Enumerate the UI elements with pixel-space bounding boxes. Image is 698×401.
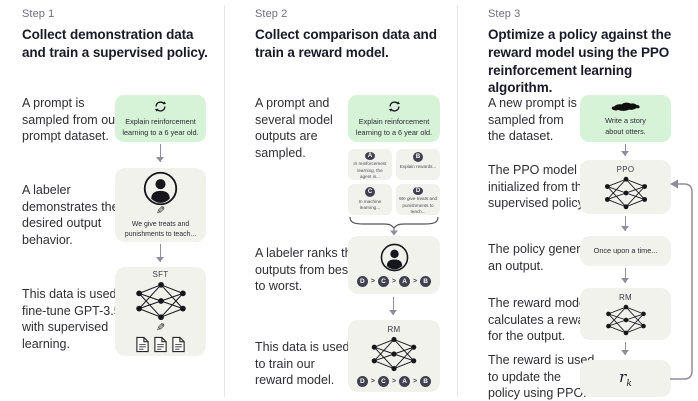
otter-icon xyxy=(611,102,640,112)
step3-caption-output: The policy generates an output. xyxy=(488,242,605,273)
step2-caption-train: This data is used to train our reward mo… xyxy=(255,340,350,387)
labeler-icon xyxy=(380,243,408,272)
step1-title: Collect demonstration data and train a s… xyxy=(22,27,208,60)
output-options-grid: A In reinforcement learning, the agent i… xyxy=(348,149,440,215)
down-arrow xyxy=(156,244,165,262)
sft-label: SFT xyxy=(152,270,169,279)
step3-ppo-box: PPO xyxy=(580,160,671,214)
rank-badge: D xyxy=(356,276,368,287)
down-arrow xyxy=(156,144,165,162)
down-arrow xyxy=(621,342,630,355)
reward-symbol: rk xyxy=(619,368,632,389)
down-arrow xyxy=(621,268,630,283)
step2-prompt-box: Explain reinforcement learning to a 6 ye… xyxy=(348,95,440,142)
documents-icon xyxy=(135,336,186,353)
down-arrow xyxy=(621,216,630,231)
labeler-icon xyxy=(143,171,178,206)
step2-title: Collect comparison data and train a rewa… xyxy=(255,27,437,60)
option-c-text: In machine learning... xyxy=(358,198,382,210)
doc-icon xyxy=(136,336,149,353)
step1-prompt-box: Explain reinforcement learning to a 6 ye… xyxy=(115,95,206,142)
cycle-icon xyxy=(387,100,401,113)
pencil-icon: ✎ xyxy=(155,322,166,334)
rank-badge: D xyxy=(356,376,368,387)
rank-badge: B xyxy=(420,376,432,387)
cycle-icon xyxy=(154,100,167,113)
step2-prompt-text: Explain reinforcement learning to a 6 ye… xyxy=(355,117,433,137)
step3-caption-reward: The reward model calculates a reward for… xyxy=(488,296,596,343)
rank-badge: C xyxy=(377,276,389,287)
rm-label: RM xyxy=(618,292,633,302)
step2-caption-rank: A labeler ranks the outputs from best to… xyxy=(255,246,359,293)
step3-label: Step 3 xyxy=(488,8,521,20)
rank-badge: A xyxy=(399,276,411,287)
pencil-icon: ✎ xyxy=(155,204,166,217)
step2-rm-box: RM D > C > A > B xyxy=(348,320,440,392)
option-b-badge: B xyxy=(413,152,423,162)
step2-caption-prompt: A prompt and several model outputs are s… xyxy=(255,96,333,160)
column-divider xyxy=(224,5,225,397)
step3-output-text: Once upon a time... xyxy=(593,245,658,255)
down-arrow xyxy=(389,297,398,315)
network-icon xyxy=(605,303,646,336)
step3-prompt-box: Write a story about otters. xyxy=(580,95,671,142)
step1-caption-labeler: A labeler demonstrates the desired outpu… xyxy=(22,183,119,247)
step3-prompt-text: Write a story about otters. xyxy=(605,116,646,136)
step3-reward-box: rk xyxy=(580,360,671,397)
option-d-text: We give treats and punishments to teach.… xyxy=(398,196,438,214)
output-option-d: D We give treats and punishments to teac… xyxy=(396,184,440,215)
step1-demo-text: We give treats and punishments to teach.… xyxy=(124,220,197,238)
network-icon xyxy=(371,336,417,372)
rank-separator: > xyxy=(391,378,397,385)
rank-separator: > xyxy=(391,278,397,285)
rank-separator: > xyxy=(413,378,418,385)
ranking-row: D > C > A > B xyxy=(356,376,432,387)
ppo-label: PPO xyxy=(616,164,635,174)
step3-caption-init: The PPO model is initialized from the su… xyxy=(488,163,589,210)
option-d-badge: D xyxy=(413,187,423,195)
step1-caption-prompt: A prompt is sampled from our prompt data… xyxy=(22,96,120,143)
brace-arrow xyxy=(349,216,439,236)
output-option-c: C In machine learning... xyxy=(348,184,392,215)
doc-icon xyxy=(154,336,167,353)
down-arrow xyxy=(621,144,630,156)
output-option-b: B Explain rewards... xyxy=(396,149,440,180)
step3-output-box: Once upon a time... xyxy=(580,236,671,266)
rank-badge: A xyxy=(399,376,411,387)
feedback-loop-arrow xyxy=(670,179,693,380)
step3-title: Optimize a policy against the reward mod… xyxy=(488,27,672,96)
step3-caption-update: The reward is used to update the policy … xyxy=(488,353,595,400)
output-option-a: A In reinforcement learning, the agent i… xyxy=(348,149,392,180)
rm-label: RM xyxy=(387,325,401,334)
step1-prompt-text: Explain reinforcement learning to a 6 ye… xyxy=(122,117,199,137)
network-icon xyxy=(135,281,186,321)
rank-badge: C xyxy=(377,376,389,387)
option-c-badge: C xyxy=(365,187,375,197)
step2-label: Step 2 xyxy=(255,8,288,20)
rank-separator: > xyxy=(370,278,375,285)
step2-labeler-box: D > C > A > B xyxy=(348,236,440,294)
step3-rm-box: RM xyxy=(580,288,671,340)
option-b-text: Explain rewards... xyxy=(399,163,437,169)
option-a-text: In reinforcement learning, the agent is.… xyxy=(353,161,387,179)
ranking-row: D > C > A > B xyxy=(356,276,432,287)
rank-separator: > xyxy=(370,378,375,385)
rank-separator: > xyxy=(413,278,418,285)
step1-label: Step 1 xyxy=(22,8,55,20)
step1-labeler-box: ✎ We give treats and punishments to teac… xyxy=(115,168,206,242)
doc-icon xyxy=(172,336,185,353)
column-divider xyxy=(457,5,458,397)
network-icon xyxy=(604,175,647,210)
step1-sft-box: SFT ✎ xyxy=(115,267,206,356)
step3-caption-prompt: A new prompt is sampled from the dataset… xyxy=(488,96,577,143)
option-a-badge: A xyxy=(365,152,375,160)
rank-badge: B xyxy=(420,276,432,287)
